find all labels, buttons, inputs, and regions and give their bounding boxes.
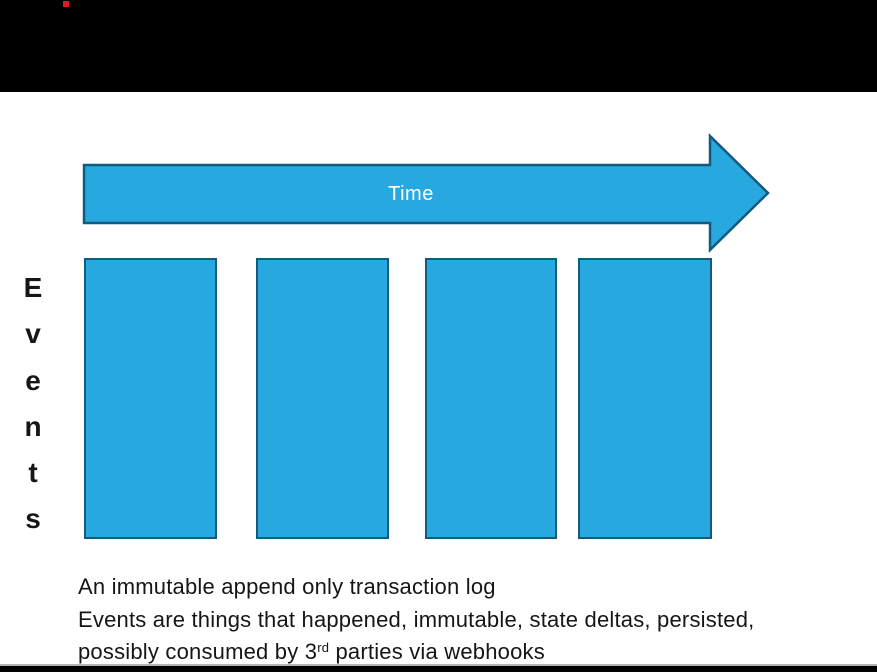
slide-header-bar [0,0,877,92]
time-arrow-label: Time [388,182,434,205]
event-bar-3 [425,258,557,539]
events-letter: E [23,272,43,303]
caption-line-2: Events are things that happened, immutab… [78,606,755,632]
event-bar-4 [578,258,712,539]
events-axis-label: E v e n t s [14,265,52,543]
event-bar-2 [256,258,389,539]
red-square-icon [63,1,69,7]
caption-line-3-post: parties via webhooks [329,639,545,664]
footer-divider-line [0,664,877,666]
events-letter: t [28,457,38,489]
time-arrow-polygon [82,133,770,253]
events-letter: s [25,503,41,535]
caption-line-3: possibly consumed by 3rd parties via web… [78,636,848,669]
caption-line-3-pre: possibly consumed by 3 [78,639,318,664]
footer-black-bar [0,666,877,672]
events-letter: e [25,364,41,396]
time-arrow-shape [82,133,770,253]
event-bar-1 [84,258,217,539]
caption-line-3-superscript: rd [317,640,330,655]
caption-block: An immutable append only transaction log… [78,571,848,669]
events-letter: v [25,318,41,350]
caption-line-1: An immutable append only transaction log [78,574,496,599]
events-letter: n [24,410,42,442]
